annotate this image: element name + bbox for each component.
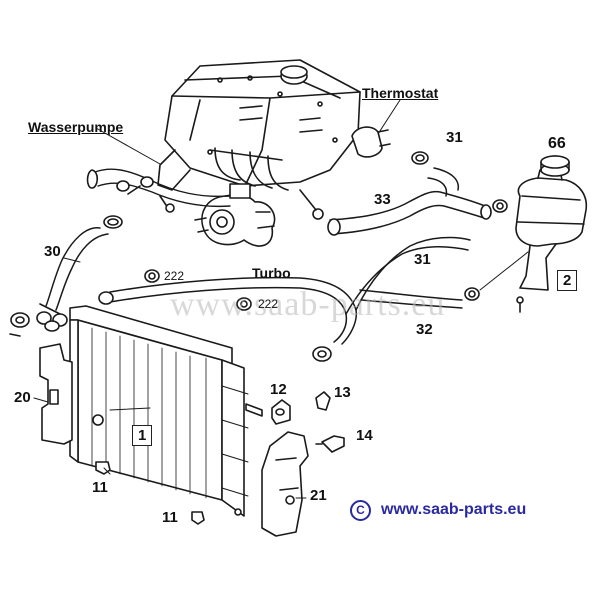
label-wasserpumpe: Wasserpumpe [28,119,124,135]
label-part-66: 66 [548,135,566,152]
part-12 [271,399,291,425]
part-14 [315,435,345,453]
clamp-lower-hose [98,291,332,362]
label-part-2: 2 [557,270,578,291]
label-thermostat: Thermostat [362,85,439,101]
clamp-222-a [144,269,160,283]
side-panel-20 [9,333,73,445]
label-part-11-upper: 11 [92,479,108,496]
label-part-222-b: 222 [258,297,279,311]
watermark: www.saab-parts.eu [170,286,446,323]
label-part-32: 32 [416,321,433,338]
tank-cap [540,155,570,177]
clamps-radiator-left [10,311,68,332]
copyright-symbol: C [350,500,371,521]
hose-33 [327,190,492,236]
side-panel-21 [261,431,309,537]
exhaust-manifold [209,147,289,191]
hose-30 [39,227,109,315]
engine-block [157,59,361,191]
turbo-unit [194,183,276,247]
label-turbo: Turbo [252,265,291,281]
clamp-222-b [236,297,252,311]
label-part-1: 1 [132,425,153,446]
hose-31-upper [411,151,508,213]
label-part-33: 33 [374,191,391,208]
credit-url[interactable]: www.saab-parts.eu [381,501,527,518]
radiator-bolt [245,403,263,417]
label-part-14: 14 [356,427,373,444]
radiator [69,305,249,517]
label-part-30: 30 [44,243,61,260]
hose-31-lower [109,236,471,345]
hose-clamp-group-pump [103,176,154,229]
thermostat-housing [299,126,391,220]
hose-32 [359,287,480,309]
label-part-31-lower: 31 [414,251,431,268]
label-part-222-a: 222 [164,269,185,283]
label-part-31-upper: 31 [446,129,463,146]
label-part-21: 21 [310,487,327,504]
expansion-tank [515,169,588,313]
part-11-lower [191,511,205,525]
part-13 [315,391,331,411]
label-part-11-lower: 11 [162,509,178,526]
label-part-20: 20 [14,389,31,406]
label-part-12: 12 [270,381,287,398]
label-part-13: 13 [334,384,351,401]
